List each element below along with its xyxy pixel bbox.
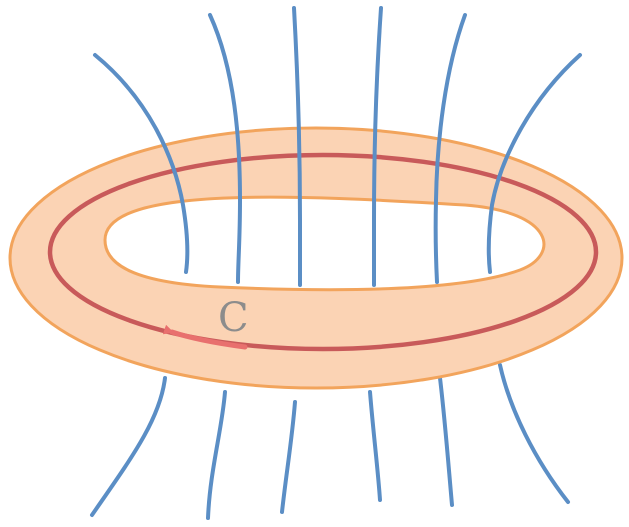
field-line-lower-6 (500, 365, 568, 502)
field-line-lower-1 (92, 378, 165, 515)
field-line-lower-4 (370, 392, 380, 500)
field-line-lower-5 (440, 378, 452, 505)
field-line-lower-2 (208, 392, 225, 518)
field-line-lower-3 (282, 402, 295, 512)
torus-hole (105, 197, 544, 290)
curve-label: C (218, 295, 249, 341)
